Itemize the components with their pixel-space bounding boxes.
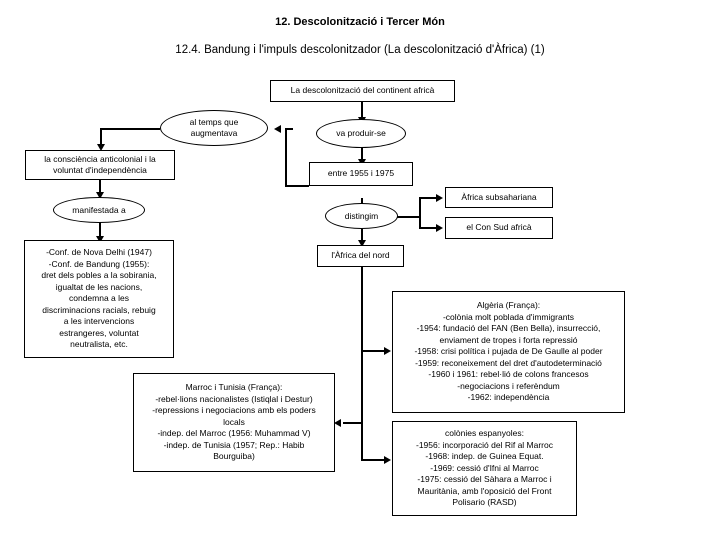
edge-entre-to-altemps-h2 xyxy=(285,128,293,130)
node-conferencies[interactable]: -Conf. de Nova Delhi (1947) -Conf. de Ba… xyxy=(24,240,174,358)
node-colonies-espanyoles[interactable]: colònies espanyoles: -1956: incorporació… xyxy=(392,421,577,516)
node-root[interactable]: La descolonització del continent africà xyxy=(270,80,455,102)
arrowhead-altemps-to-consciencia xyxy=(97,144,105,151)
line: -Conf. de Nova Delhi (1947) xyxy=(46,247,152,258)
line: -1956: incorporació del Rif al Marroc xyxy=(415,439,553,450)
edge-distingim-to-subsahariana xyxy=(419,197,437,199)
edge-africanord-trunk xyxy=(361,266,363,461)
line: voluntat d'independència xyxy=(53,165,147,175)
line: condemna a les xyxy=(68,293,129,304)
line: -1975: cessió del Sàhara a Marroc i xyxy=(417,474,552,485)
line: Mauritània, amb l'oposició del Front xyxy=(417,485,552,496)
line: -negociacions i referèndum xyxy=(457,380,560,391)
line: colònies espanyoles: xyxy=(445,428,524,439)
edge-africanord-to-algeria xyxy=(361,350,385,352)
arrowhead-distingim-to-africanord xyxy=(358,240,366,247)
edge-altemps-to-consciencia-v xyxy=(100,128,102,148)
line: -1960 i 1961: rebel·lió de colons france… xyxy=(428,369,589,380)
arrowhead-africanord-to-marroc xyxy=(334,419,341,427)
node-distingim-label: distingim xyxy=(344,210,379,221)
edge-distingim-to-consud xyxy=(419,227,437,229)
line: -1969: cessió d'Ifni al Marroc xyxy=(430,462,539,473)
edge-distingim-trunk-h xyxy=(395,216,421,218)
line: discriminacions racials, rebuig xyxy=(42,304,156,315)
node-distingim[interactable]: distingim xyxy=(325,203,398,229)
node-manifestada-a-label: manifestada a xyxy=(72,204,126,215)
arrowhead-consciencia-to-manifestada xyxy=(96,192,104,199)
line: -colònia molt poblada d'immigrants xyxy=(442,311,575,322)
node-algeria[interactable]: Algèria (França): -colònia molt poblada … xyxy=(392,291,625,413)
page-subtitle: 12.4. Bandung i l'impuls descolonitzador… xyxy=(175,44,545,56)
node-africa-del-nord-label: l'Àfrica del nord xyxy=(331,250,390,261)
node-con-sud-africa-label: el Con Sud africà xyxy=(466,222,532,233)
line: -rebel·lions nacionalistes (Istiqlal i D… xyxy=(155,393,313,404)
line: -1962: independència xyxy=(467,392,550,403)
node-conferencies-label: -Conf. de Nova Delhi (1947) -Conf. de Ba… xyxy=(27,247,171,351)
line: -repressions i negociacions amb els pode… xyxy=(152,405,316,416)
line: a les intervencions xyxy=(63,316,135,327)
node-al-temps-que[interactable]: al temps que augmentava xyxy=(160,110,268,146)
edge-entre-to-altemps-h1 xyxy=(285,185,309,187)
edge-altemps-to-consciencia-h xyxy=(100,128,160,130)
arrowhead-africanord-to-colonies xyxy=(384,456,391,464)
edge-africanord-to-colonies xyxy=(361,459,385,461)
line: Polisario (RASD) xyxy=(452,497,517,508)
line: Algèria (França): xyxy=(476,300,541,311)
node-marroc-tunisia[interactable]: Marroc i Tunisia (França): -rebel·lions … xyxy=(133,373,335,472)
edge-africanord-to-marroc xyxy=(343,422,363,424)
line: -Conf. de Bandung (1955): xyxy=(48,258,150,269)
page-title: 12. Descolonització i Tercer Món xyxy=(275,16,445,28)
line: al temps que xyxy=(189,117,239,127)
line: -1954: fundació del FAN (Ben Bella), ins… xyxy=(416,323,601,334)
node-va-produir-se[interactable]: va produir-se xyxy=(316,119,406,148)
line: igualtat de les nacions, xyxy=(55,281,143,292)
arrowhead-manifestada-to-conferencies xyxy=(96,236,104,243)
node-africa-del-nord[interactable]: l'Àfrica del nord xyxy=(317,245,404,267)
edge-root-to-vaproduirse xyxy=(361,101,363,119)
arrowhead-entre-to-altemps xyxy=(274,125,281,133)
line: estrangeres, voluntat xyxy=(59,327,139,338)
node-entre-1955-1975-label: entre 1955 i 1975 xyxy=(327,168,395,179)
arrowhead-distingim-to-subsahariana xyxy=(436,194,443,202)
edge-entre-to-altemps-v xyxy=(285,128,287,187)
arrowhead-africanord-to-algeria xyxy=(384,347,391,355)
node-consciencia-label: la consciència anticolonial i la volunta… xyxy=(28,154,172,177)
node-africa-subsahariana[interactable]: Àfrica subsahariana xyxy=(445,187,553,208)
line: augmentava xyxy=(190,128,238,138)
edge-manifestada-to-conferencies xyxy=(99,222,101,240)
node-root-label: La descolonització del continent africà xyxy=(290,85,435,96)
line: dret dels pobles a la sobirania, xyxy=(41,270,157,281)
node-algeria-label: Algèria (França): -colònia molt poblada … xyxy=(395,300,622,404)
line: la consciència anticolonial i la xyxy=(44,153,156,164)
node-africa-subsahariana-label: Àfrica subsahariana xyxy=(461,191,537,202)
node-consciencia[interactable]: la consciència anticolonial i la volunta… xyxy=(25,150,175,180)
line: neutralista, etc. xyxy=(70,339,128,350)
node-colonies-espanyoles-label: colònies espanyoles: -1956: incorporació… xyxy=(395,428,574,509)
arrowhead-distingim-to-consud xyxy=(436,224,443,232)
line: -indep. del Marroc (1956: Muhammad V) xyxy=(157,428,311,439)
edge-consciencia-to-manifestada xyxy=(99,180,101,196)
node-entre-1955-1975[interactable]: entre 1955 i 1975 xyxy=(309,162,413,186)
line: enviament de tropes i forta repressió xyxy=(439,334,578,345)
node-manifestada-a[interactable]: manifestada a xyxy=(53,197,145,223)
line: -1958: crisi política i pujada de De Gau… xyxy=(414,346,603,357)
node-al-temps-que-label: al temps que augmentava xyxy=(190,117,239,139)
line: locals xyxy=(223,416,245,427)
node-marroc-tunisia-label: Marroc i Tunisia (França): -rebel·lions … xyxy=(136,382,332,463)
edge-vaproduirse-to-entre xyxy=(361,148,363,162)
line: -1968: indep. de Guinea Equat. xyxy=(425,451,544,462)
edge-distingim-to-africanord xyxy=(361,229,363,243)
line: -1959: reconeixement del dret d'autodete… xyxy=(415,357,602,368)
edge-distingim-trunk-v xyxy=(419,197,421,229)
line: Marroc i Tunisia (França): xyxy=(185,382,283,393)
node-va-produir-se-label: va produir-se xyxy=(336,128,386,138)
line: -indep. de Tunisia (1957; Rep.: Habib xyxy=(163,439,305,450)
line: Bourguiba) xyxy=(213,451,255,462)
node-con-sud-africa[interactable]: el Con Sud africà xyxy=(445,217,553,239)
